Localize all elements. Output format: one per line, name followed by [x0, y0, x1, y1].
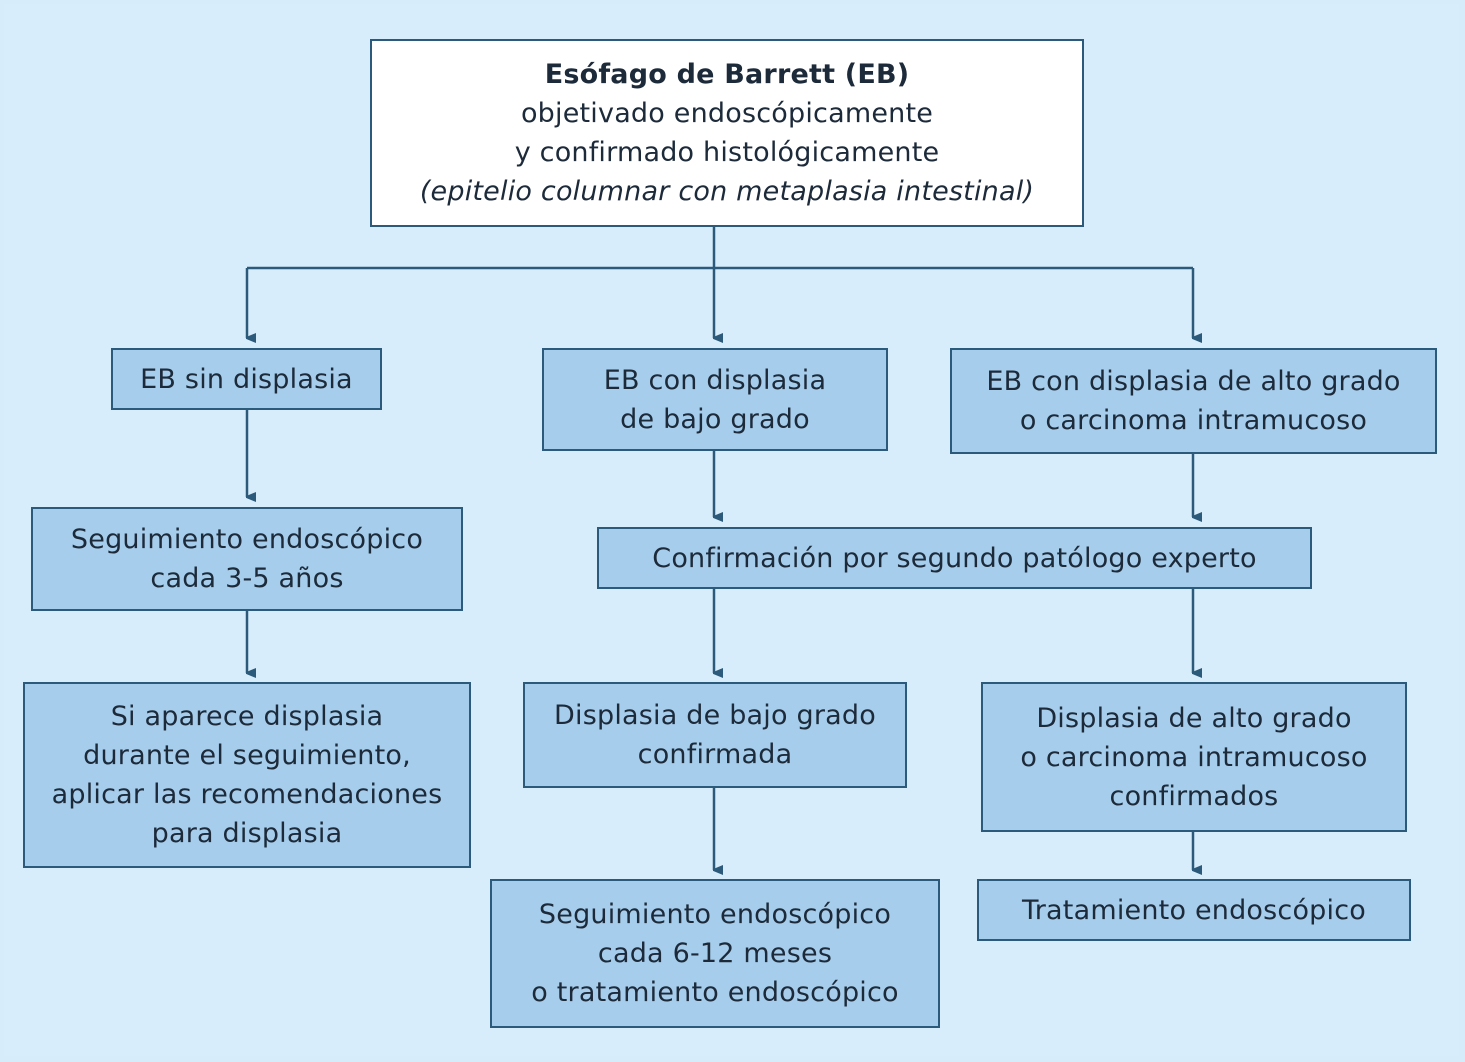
- root-line-2: objetivado endoscópicamente: [520, 98, 934, 129]
- node-seguimiento-6-12-meses: Seguimiento endoscópico cada 6-12 meses …: [490, 879, 940, 1028]
- node-text: durante el seguimiento,: [83, 740, 411, 771]
- node-tratamiento-endoscopico: Tratamiento endoscópico: [977, 879, 1411, 941]
- root-line-3: y confirmado histológicamente: [514, 137, 940, 168]
- node-alto-grado-confirmados: Displasia de alto grado o carcinoma intr…: [981, 682, 1407, 832]
- node-eb-sin-displasia: EB sin displasia: [111, 348, 382, 410]
- node-text: Seguimiento endoscópico: [70, 524, 424, 555]
- node-bajo-grado-confirmada: Displasia de bajo grado confirmada: [523, 682, 907, 788]
- node-text: para displasia: [151, 818, 343, 849]
- node-text: Seguimiento endoscópico: [538, 899, 892, 930]
- node-text: Tratamiento endoscópico: [1022, 894, 1366, 926]
- node-text: o carcinoma intramucoso: [1020, 741, 1368, 773]
- node-text: de bajo grado: [620, 403, 810, 435]
- node-confirmacion-patologo: Confirmación por segundo patólogo expert…: [597, 527, 1312, 589]
- node-text: EB con displasia: [603, 364, 827, 396]
- node-eb-displasia-alto-grado: EB con displasia de alto grado o carcino…: [950, 348, 1437, 454]
- node-eb-displasia-bajo-grado: EB con displasia de bajo grado: [542, 348, 888, 451]
- node-text: cada 3-5 años: [150, 563, 344, 594]
- root-note: (epitelio columnar con metaplasia intest…: [419, 176, 1035, 207]
- node-text: o tratamiento endoscópico: [531, 977, 899, 1008]
- node-text: EB sin displasia: [140, 363, 353, 395]
- node-text: Displasia de bajo grado: [554, 700, 876, 731]
- node-text: confirmada: [637, 739, 793, 770]
- node-si-aparece-displasia: Si aparece displasia durante el seguimie…: [23, 682, 471, 868]
- node-text: aplicar las recomendaciones: [51, 779, 443, 810]
- node-text: o carcinoma intramucoso: [1019, 405, 1368, 436]
- root-title: Esófago de Barrett (EB): [544, 59, 910, 90]
- node-text: confirmados: [1109, 780, 1279, 812]
- node-text: Si aparece displasia: [110, 701, 384, 732]
- node-text: Displasia de alto grado: [1036, 702, 1352, 734]
- node-text: Confirmación por segundo patólogo expert…: [652, 542, 1257, 574]
- node-text: EB con displasia de alto grado: [986, 366, 1401, 397]
- node-barrett-esophagus: Esófago de Barrett (EB) objetivado endos…: [370, 39, 1084, 227]
- node-seguimiento-3-5-anos: Seguimiento endoscópico cada 3-5 años: [31, 507, 463, 611]
- node-text: cada 6-12 meses: [597, 938, 833, 969]
